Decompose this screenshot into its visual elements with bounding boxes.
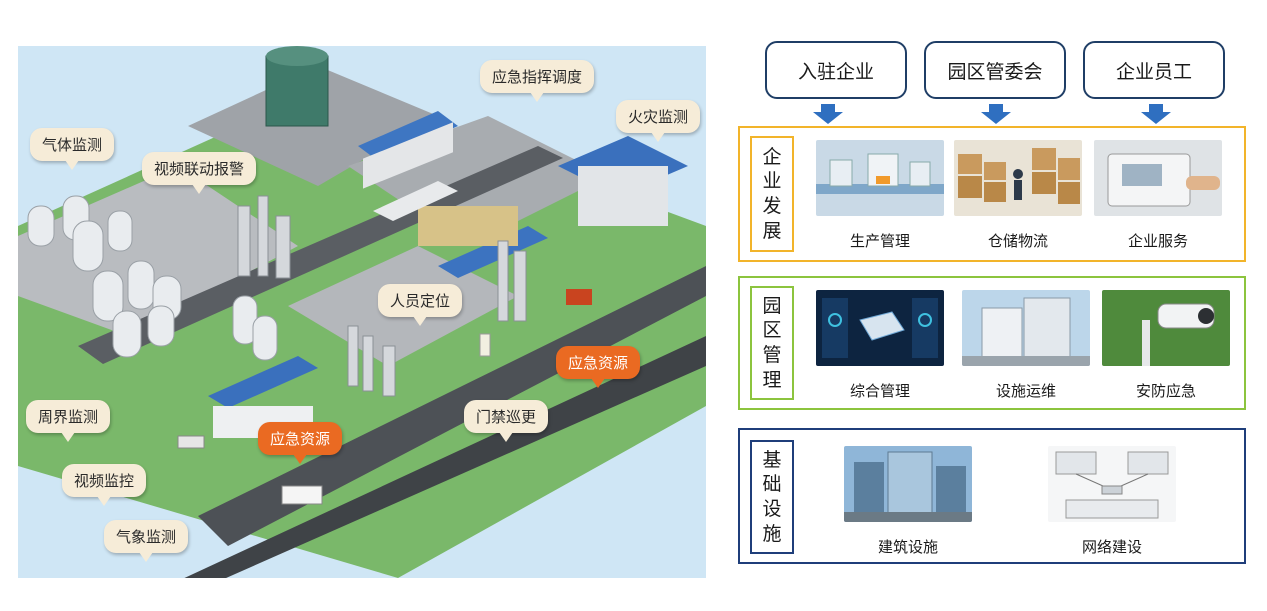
label-char: 基 [762, 448, 782, 471]
tile-caption: 安防应急 [1135, 382, 1196, 400]
callout-gate-patrol: 门禁巡更 [464, 400, 549, 442]
section-infrastructure: 基 础 设 施 建筑设施 网络建设 [738, 428, 1246, 564]
section-label-enterprise: 企 业 发 展 [750, 136, 794, 252]
callout-weather-monitor: 气象监测 [104, 520, 189, 562]
tile-caption: 仓储物流 [987, 232, 1048, 250]
security-camera-image [1102, 290, 1230, 366]
callout-gas-monitor: 气体监测 [30, 128, 115, 170]
label-char: 企 [762, 145, 782, 168]
service-terminal-image [1094, 140, 1222, 216]
tile-enterprise-services: 企业服务 [1094, 140, 1222, 251]
warehouse-image [954, 140, 1082, 216]
arrow-down-icon [813, 104, 843, 124]
callout-fire-monitor: 火灾监测 [616, 100, 701, 142]
callout-emergency-source-b: 应急资源 [258, 422, 343, 464]
section-label-infra: 基 础 设 施 [750, 440, 794, 554]
role-park-committee: 园区管委会 [924, 41, 1066, 99]
tile-security-emergency: 安防应急 [1102, 290, 1230, 401]
label-char: 础 [762, 473, 782, 496]
tile-caption: 网络建设 [1081, 538, 1142, 556]
park-map-scene [18, 46, 706, 578]
label-char: 区 [762, 319, 782, 342]
label-char: 业 [762, 170, 782, 193]
tile-network-construction: 网络建设 [1048, 446, 1176, 557]
tile-caption: 建筑设施 [877, 538, 938, 556]
office-building-image [962, 290, 1090, 366]
tile-warehouse-logistics: 仓储物流 [954, 140, 1082, 251]
label-char: 管 [762, 344, 782, 366]
section-label-park: 园 区 管 理 [750, 286, 794, 400]
tile-caption: 生产管理 [849, 232, 910, 250]
callout-video-surveillance: 视频监控 [62, 464, 147, 506]
label-char: 园 [762, 294, 782, 317]
tile-caption: 企业服务 [1127, 232, 1188, 250]
production-line-image [816, 140, 944, 216]
label-char: 展 [762, 219, 782, 242]
role-enterprise-staff: 企业员工 [1083, 41, 1225, 99]
tile-caption: 综合管理 [849, 382, 910, 400]
arrow-down-icon [1141, 104, 1171, 124]
tile-facility-maintenance: 设施运维 [962, 290, 1090, 401]
building-image [844, 446, 972, 523]
callout-video-linkage-alarm: 视频联动报警 [142, 152, 257, 194]
label-char: 发 [762, 195, 782, 217]
section-enterprise-development: 企 业 发 展 生产管理 仓储物流 [738, 126, 1246, 262]
label-char: 施 [762, 522, 782, 545]
callout-emergency-dispatch: 应急指挥调度 [480, 60, 595, 102]
park-map: 应急指挥调度 火灾监测 气体监测 视频联动报警 人员定位 应急资源 周界监测 门… [18, 46, 706, 578]
tile-building-facilities: 建筑设施 [844, 446, 972, 557]
arrow-down-icon [981, 104, 1011, 124]
network-diagram-image [1048, 446, 1176, 522]
tile-production-management: 生产管理 [816, 140, 944, 251]
callout-emergency-source-a: 应急资源 [556, 346, 641, 388]
callout-personnel-location: 人员定位 [378, 284, 463, 326]
section-park-management: 园 区 管 理 综合管理 设施运维 安防应急 [738, 276, 1246, 410]
dashboard-image [816, 290, 944, 366]
label-char: 理 [762, 368, 782, 391]
tile-integrated-management: 综合管理 [816, 290, 944, 401]
callout-perimeter-monitor: 周界监测 [26, 400, 111, 442]
label-char: 设 [762, 498, 782, 520]
role-resident-enterprise: 入驻企业 [765, 41, 907, 99]
tile-caption: 设施运维 [995, 382, 1056, 400]
